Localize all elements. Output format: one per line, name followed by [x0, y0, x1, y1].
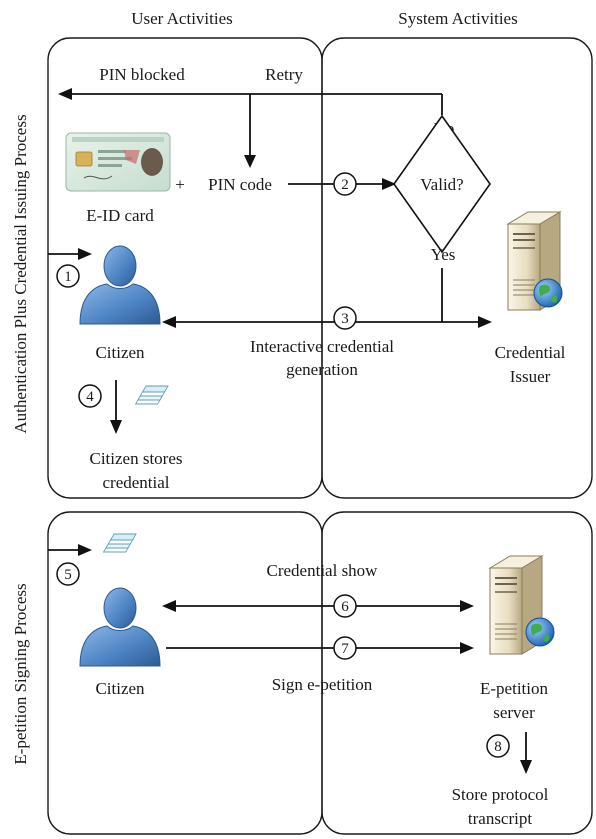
step-1-number: 1 [64, 269, 72, 285]
yes-label: Yes [431, 245, 456, 264]
pin-blocked-label: PIN blocked [99, 65, 185, 84]
globe-icon-server [525, 617, 555, 647]
globe-icon-issuer [533, 278, 563, 308]
store-arrowhead [110, 420, 122, 434]
citizen-user-icon-signing [79, 587, 161, 667]
step-5-number: 5 [64, 567, 72, 583]
interactive-arrowhead-left [162, 316, 176, 328]
lane-system-signing [321, 511, 593, 835]
interactive-label-line1: Interactive credential [250, 337, 394, 356]
issuer-label-line1: Credential [495, 343, 566, 362]
lane-system-issuing [321, 37, 593, 499]
credential-show-arrowhead-left [162, 600, 176, 612]
documents-icon-issuing [135, 385, 169, 405]
store-protocol-label-line2: transcript [468, 809, 532, 828]
server-label-line2: server [493, 703, 535, 722]
sign-petition-arrowhead [460, 642, 474, 654]
user-activities-header: User Activities [131, 9, 233, 28]
step-7-number: 7 [341, 641, 349, 657]
step-6-circle [333, 594, 357, 618]
documents-icon-signing [103, 533, 137, 553]
eid-card-icon [65, 132, 171, 192]
valid-decision-diamond [393, 114, 491, 254]
step-6-number: 6 [341, 599, 349, 615]
eid-card-label: E-ID card [86, 206, 154, 225]
step-2-number: 2 [341, 177, 349, 193]
step-5-circle [56, 562, 80, 586]
retry-label: Retry [265, 65, 303, 84]
sign-petition-label: Sign e-petition [272, 675, 373, 694]
credential-show-label: Credential show [267, 561, 379, 580]
stores-label-line2: credential [102, 473, 169, 492]
step-4-number: 4 [86, 389, 94, 405]
step-2-circle [333, 172, 357, 196]
entry-arrow-5-head [78, 544, 92, 556]
step-7-circle [333, 636, 357, 660]
server-label-line1: E-petition [480, 679, 548, 698]
step-3-circle [333, 306, 357, 330]
citizen-label-issuing: Citizen [95, 343, 145, 362]
plus-sign: + [175, 175, 185, 194]
interactive-arrowhead-right [478, 316, 492, 328]
step-3-number: 3 [341, 311, 349, 327]
credential-show-arrowhead-right [460, 600, 474, 612]
step-8-circle [486, 734, 510, 758]
step-8-number: 8 [494, 739, 502, 755]
phase-issuing-label: Authentication Plus Credential Issuing P… [11, 114, 30, 433]
store-protocol-label-line1: Store protocol [452, 785, 549, 804]
citizen-user-icon [79, 245, 161, 325]
issuer-label-line2: Issuer [510, 367, 551, 386]
step-4-circle [78, 384, 102, 408]
store-transcript-arrowhead [520, 760, 532, 774]
system-activities-header: System Activities [398, 9, 517, 28]
interactive-label-line2: generation [286, 360, 358, 379]
entry-arrow-1-head [78, 248, 92, 260]
pin-to-valid-arrowhead [382, 178, 396, 190]
lane-user-issuing [47, 37, 323, 499]
citizen-label-signing: Citizen [95, 679, 145, 698]
pin-code-label: PIN code [208, 175, 272, 194]
step-1-circle [56, 264, 80, 288]
valid-label: Valid? [420, 175, 463, 194]
phase-signing-label: E-petition Signing Process [11, 583, 30, 764]
stores-label-line1: Citizen stores [89, 449, 182, 468]
retry-arrowhead [244, 155, 256, 168]
pin-blocked-arrowhead [58, 88, 72, 100]
